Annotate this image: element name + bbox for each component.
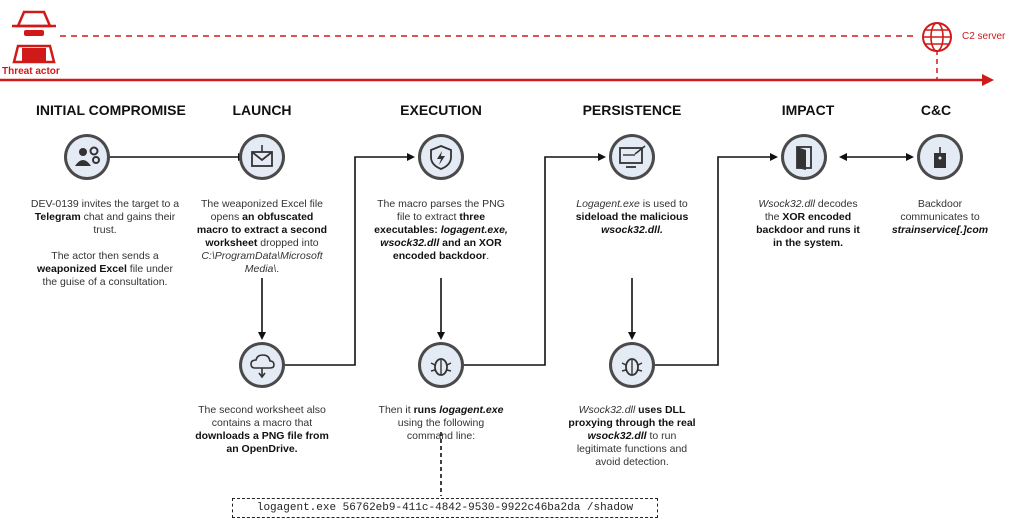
stage-title-initial-compromise: INITIAL COMPROMISE [36, 102, 186, 118]
shield-lightning-icon [430, 145, 452, 170]
timeline-arrowhead [982, 74, 994, 86]
threat-actor-label: Threat actor [2, 66, 60, 77]
user-gears-icon [75, 146, 100, 166]
globe-icon [922, 22, 952, 52]
desc-persistence-1: Logagent.exe is used to sideload the mal… [575, 198, 689, 236]
node-launch-email [239, 134, 285, 180]
desc-execution-1: The macro parses the PNG file to extract… [374, 198, 508, 262]
envelope-icon [251, 145, 273, 167]
node-launch-cloud [239, 342, 285, 388]
bug-icon [621, 358, 643, 376]
open-door-icon [796, 146, 812, 170]
desc-persistence-2: Wsock32.dll uses DLL proxying through th… [568, 404, 696, 468]
stage-title-execution: EXECUTION [400, 102, 482, 118]
cloud-download-icon [250, 354, 275, 379]
threat-actor [4, 6, 64, 76]
desc-launch-2: The second worksheet also contains a mac… [195, 404, 329, 455]
node-impact-door [781, 134, 827, 180]
remote-device-icon [934, 147, 946, 168]
stage-title-impact: IMPACT [781, 102, 835, 118]
node-execution-shield [418, 134, 464, 180]
desc-impact: Wsock32.dll decodes the XOR encoded back… [756, 198, 860, 249]
c2-server [920, 20, 954, 54]
desc-execution-2: Then it runs logagent.exe using the foll… [378, 404, 504, 442]
desc-cc: Backdoor communicates to strainservice[.… [891, 198, 989, 236]
node-initial-compromise [64, 134, 110, 180]
stage-title-persistence: PERSISTENCE [582, 102, 682, 118]
bug-icon [430, 358, 452, 376]
stage-title-cc: C&C [920, 102, 952, 118]
hacker-icon [12, 10, 56, 64]
node-execution-bug [418, 342, 464, 388]
desc-initial-compromise: DEV-0139 invites the target to a Telegra… [30, 198, 180, 288]
desc-launch-1: The weaponized Excel file opens an obfus… [196, 198, 328, 275]
c2-server-label: C2 server [962, 31, 1006, 42]
command-line-box: logagent.exe 56762eb9-411c-4842-9530-992… [232, 498, 658, 518]
monitor-injection-icon [619, 145, 646, 168]
node-cc-device [917, 134, 963, 180]
node-persistence-bug [609, 342, 655, 388]
node-persistence-screen [609, 134, 655, 180]
stage-title-launch: LAUNCH [232, 102, 292, 118]
